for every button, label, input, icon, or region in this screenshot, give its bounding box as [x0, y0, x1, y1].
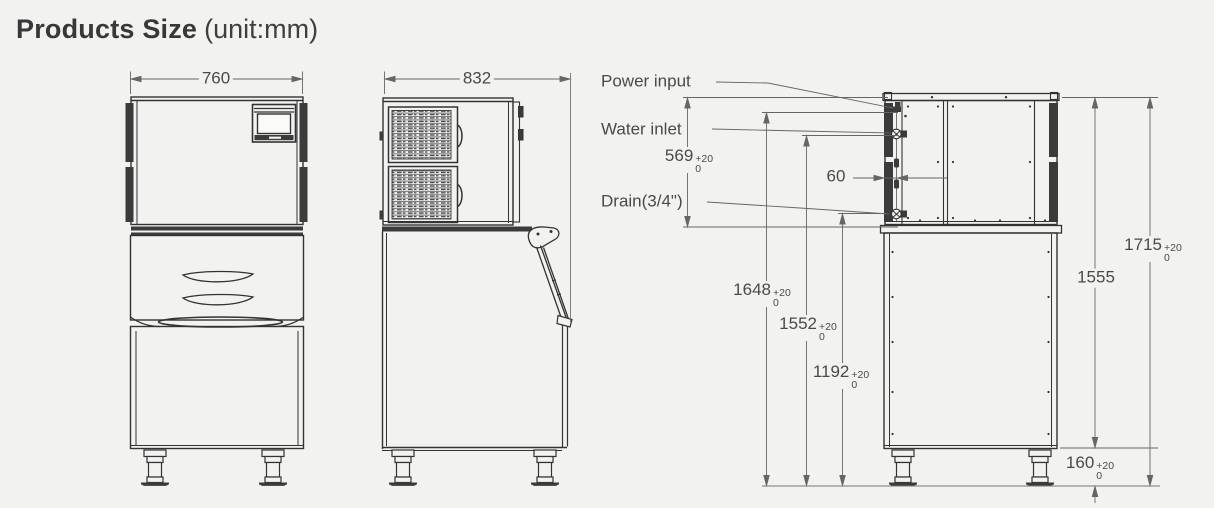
water-inlet-connector — [885, 128, 907, 140]
side-left-leg — [388, 449, 418, 487]
control-panel — [251, 103, 297, 143]
rear-view-drawing — [879, 91, 1063, 487]
drain-label: Drain(3/4") — [601, 191, 683, 211]
dim-body-height: 1555 — [1074, 268, 1118, 288]
dim-side-depth: 832 — [459, 69, 495, 89]
dim-front-width: 760 — [198, 69, 234, 89]
drain-leader — [706, 201, 890, 215]
dimension-lines — [130, 71, 1160, 503]
panel-screws — [906, 105, 1047, 222]
side-right-leg — [530, 449, 560, 487]
front-right-leg — [258, 449, 288, 487]
rear-left-leg — [888, 449, 918, 487]
dim-connector-offset: 60 — [823, 167, 849, 187]
front-left-leg — [140, 449, 170, 487]
front-view-drawing — [125, 96, 308, 487]
water-inlet-leader — [711, 128, 892, 134]
rear-right-leg — [1025, 449, 1055, 487]
bin-screws — [891, 250, 1050, 436]
power-input-connector — [888, 102, 907, 118]
condenser-grille-top — [387, 106, 463, 164]
title-text: Products Size — [16, 14, 198, 44]
door-hinge — [527, 226, 560, 249]
water-inlet-label: Water inlet — [601, 119, 682, 139]
title-unit: (unit:mm) — [204, 14, 319, 44]
front-vents — [125, 103, 308, 222]
rear-vents — [884, 103, 1058, 222]
page-title: Products Size(unit:mm) — [16, 14, 318, 45]
condenser-grille-bottom — [387, 165, 463, 224]
power-input-leader — [715, 81, 894, 109]
open-door — [535, 245, 573, 448]
power-input-label: Power input — [601, 71, 691, 91]
side-view-drawing — [379, 97, 573, 487]
